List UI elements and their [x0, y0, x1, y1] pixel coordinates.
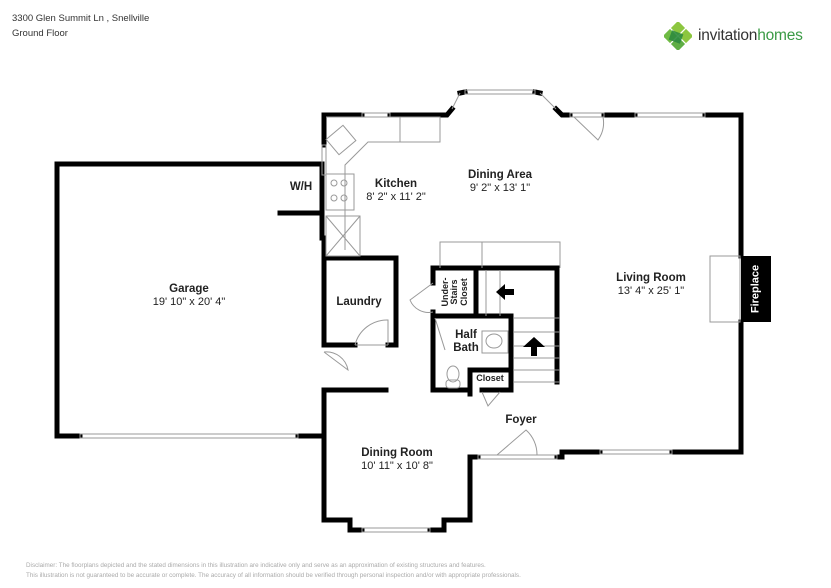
room-name: Kitchen [374, 178, 418, 190]
green-clover-logo-icon [664, 22, 692, 50]
room-dims: 10' 11" x 10' 8" [361, 460, 433, 473]
label-foyer: Foyer [505, 414, 536, 427]
room-dining-room: Dining Room 10' 11" x 10' 8" [361, 447, 433, 473]
room-dims: 13' 4" x 25' 1" [617, 285, 685, 298]
room-name: Living Room [616, 272, 686, 284]
room-name: Garage [169, 283, 209, 295]
disclaimer-line1: Disclaimer: The floorplans depicted and … [26, 562, 486, 569]
laundry-text: Laundry [336, 296, 382, 308]
address: 3300 Glen Summit Ln , Snellville [12, 13, 150, 24]
room-dims: 9' 2" x 13' 1" [469, 182, 531, 195]
room-name: Dining Room [361, 447, 433, 459]
label-water-heater: W/H [290, 181, 312, 194]
label-half-bath: Half Bath [453, 329, 479, 355]
brand-part1: invitation [698, 27, 758, 44]
room-dims: 19' 10" x 20' 4" [152, 296, 226, 309]
room-dining-area: Dining Area 9' 2" x 13' 1" [468, 169, 532, 195]
usc-line3: Closet [458, 278, 469, 306]
half-bath-line2: Bath [453, 342, 479, 355]
room-name: Dining Area [467, 169, 533, 181]
brand-name: invitationhomes [698, 27, 803, 45]
disclaimer-line2: This illustration is not guaranteed to b… [26, 572, 521, 579]
room-dims: 8' 2" x 11' 2" [366, 191, 426, 204]
label-under-stairs-closet: Under- Stairs Closet [440, 278, 469, 307]
floor-label: Ground Floor [12, 28, 68, 39]
brand-part2: homes [757, 27, 803, 44]
label-closet: Closet [476, 373, 504, 383]
label-fireplace: Fireplace [749, 264, 762, 314]
half-bath-line1: Half [455, 329, 477, 341]
stair-arrow-left-icon [496, 284, 514, 300]
brand-logo: invitationhomes [664, 22, 803, 50]
stair-arrow-up-icon [523, 337, 545, 356]
room-kitchen: Kitchen 8' 2" x 11' 2" [366, 178, 426, 204]
wh-text: W/H [289, 181, 313, 193]
room-living-room: Living Room 13' 4" x 25' 1" [616, 272, 686, 298]
label-laundry: Laundry [336, 296, 381, 309]
foyer-text: Foyer [505, 414, 537, 426]
room-garage: Garage 19' 10" x 20' 4" [153, 283, 226, 309]
